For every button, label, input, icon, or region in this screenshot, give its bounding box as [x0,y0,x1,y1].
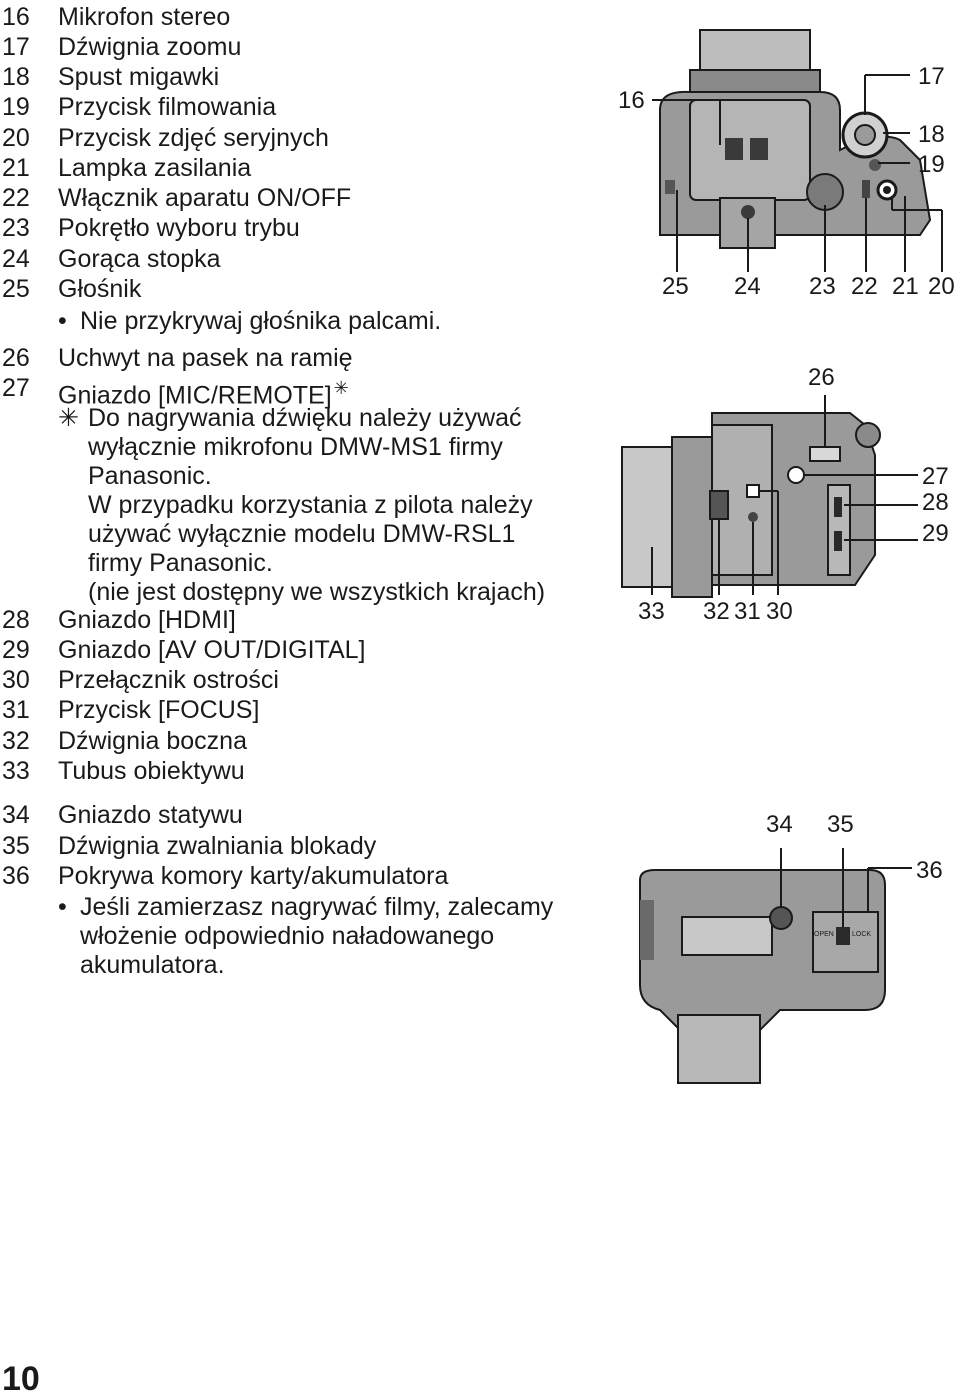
callout-17: 17 [918,63,945,90]
callout-30: 30 [766,598,793,625]
callout-27: 27 [922,463,949,490]
callout-31: 31 [734,598,761,625]
callout-24: 24 [734,273,761,300]
leader-lines [652,74,943,272]
leader-lines [780,848,912,927]
open-label: OPEN [814,931,834,938]
camera-side-view-diagram: 26 27 28 29 33 32 31 30 [621,364,949,625]
lock-label: LOCK [852,931,871,938]
callout-29: 29 [922,520,949,547]
camera-bottom-view-diagram: OPEN LOCK 34 35 36 [639,811,943,1084]
callout-35: 35 [827,811,854,838]
callout-33: 33 [638,598,665,625]
callout-28: 28 [922,489,949,516]
page-number: 10 [2,1360,40,1398]
callout-36: 36 [916,857,943,884]
camera-top-view-diagram: 16 17 18 19 25 24 23 22 21 20 [618,29,955,300]
callout-23: 23 [809,273,836,300]
asterisk-marker: ✳ [333,378,349,398]
callout-21: 21 [892,273,919,300]
camera-bottom-body [639,869,886,1084]
callout-32: 32 [703,598,730,625]
camera-top-body [659,29,932,249]
asterisk-icon: ✳ [58,404,79,432]
callout-18: 18 [918,121,945,148]
camera-side-body [621,412,881,598]
callout-20: 20 [928,273,955,300]
callout-34: 34 [766,811,793,838]
callout-22: 22 [851,273,878,300]
callout-26: 26 [808,364,835,391]
leader-lines [651,395,918,595]
callout-25: 25 [662,273,689,300]
callout-16: 16 [618,87,645,114]
callout-19: 19 [918,151,945,178]
